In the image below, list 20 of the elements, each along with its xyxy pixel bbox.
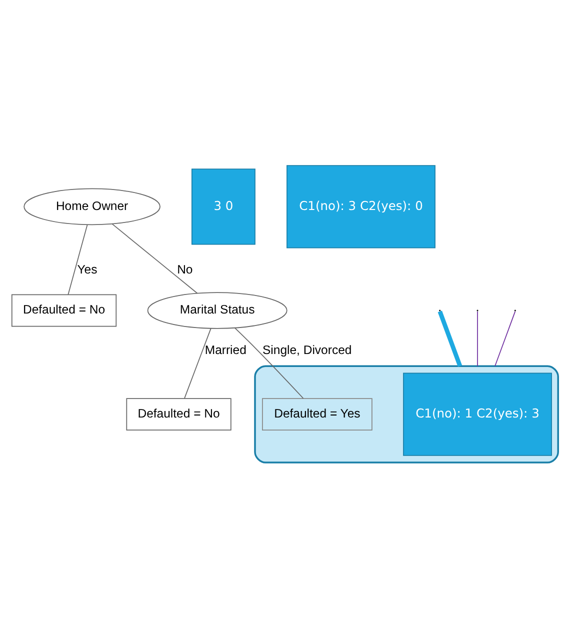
node-box: Defaulted = No bbox=[11, 294, 117, 327]
node-box: Defaulted = Yes bbox=[262, 398, 372, 431]
node-ellipse: Home Owner bbox=[24, 188, 160, 226]
edge-label: No bbox=[177, 262, 193, 276]
connector bbox=[477, 311, 478, 367]
edge-label: Yes bbox=[77, 262, 98, 276]
edge-label: Single, Divorced bbox=[262, 343, 352, 358]
connector bbox=[494, 311, 516, 367]
connector bbox=[68, 224, 88, 295]
connector bbox=[112, 224, 198, 294]
node-box: C1(no): 3 C2(yes): 0 bbox=[286, 165, 436, 248]
node-box: C1(no): 1 C2(yes): 3 bbox=[403, 372, 552, 456]
connector bbox=[184, 328, 212, 399]
node-box: 3 0 bbox=[191, 168, 256, 245]
connector bbox=[234, 328, 304, 399]
node-ellipse: Marital Status bbox=[147, 292, 288, 329]
edge-label: Married bbox=[204, 343, 246, 358]
connector bbox=[438, 310, 462, 367]
cluster bbox=[254, 365, 559, 464]
node-box: Defaulted = No bbox=[126, 398, 232, 431]
